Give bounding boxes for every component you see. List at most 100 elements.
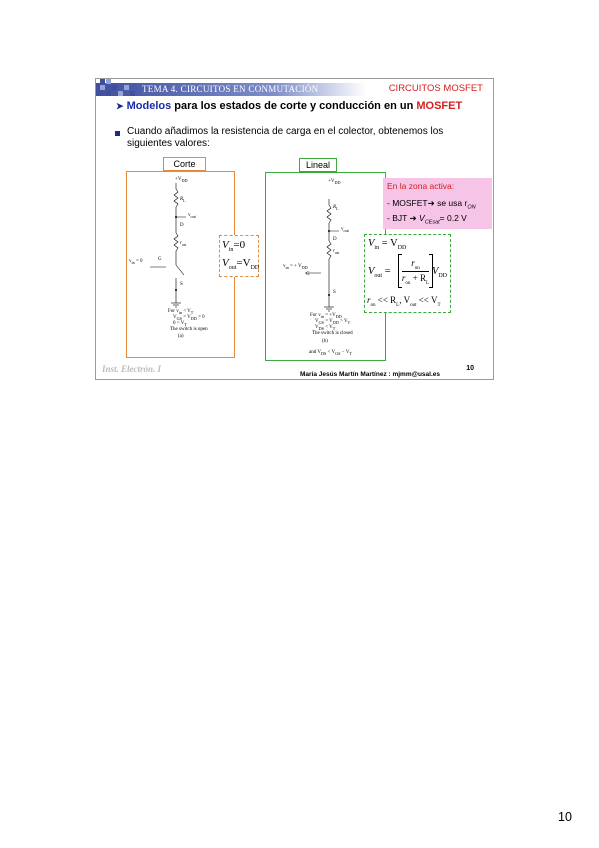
bullet-text: Cuando añadimos la resistencia de carga … [127,126,444,149]
lineal-cap1-rhs: = +V [323,313,336,318]
lineal-cap3-sub: DS [318,326,324,331]
lineal-vout-sub: out [343,228,349,233]
lineal-eq-l3-sub: on [370,302,376,308]
corte-eq-vout: Vout=VDD [222,257,259,271]
title-part-3: MOSFET [416,100,463,112]
lineal-equations: Vin = VDD Vout = ron ron + RL VDD ron <<… [364,234,451,313]
active-zone-mosfet-label: - MOSFET [387,198,428,208]
lineal-eq-l1-rhs: = V [379,238,398,249]
lineal-cap5-tail: − V [340,350,350,355]
lineal-cap2-sub2: DD [332,320,339,325]
lineal-ron-sub: on [334,250,340,255]
active-zone-bjt: - BJT ➜ VCEsat= 0.2 V [387,213,467,226]
corte-eq-vin: Vin=0 [222,239,245,253]
lineal-cap3-sub2: T [332,326,336,331]
corte-eq-vout-rhs: =V [236,257,251,269]
lineal-eq-l1-v: V [368,238,375,249]
lineal-cap1: For vin = +VDD [310,313,342,319]
corte-vout: vout [188,213,196,219]
lineal-vout-text: v [341,227,344,232]
corte-eq-vin-rhs: =0 [233,239,246,251]
header-square [118,91,123,96]
lineal-eq-l2-sub: out [374,273,383,280]
footer-course: Inst. Electrón. I [102,364,162,374]
lineal-eq-line1: Vin = VDD [368,238,406,251]
lineal-cap5-sub2: GS [335,351,341,356]
lineal-circuit [305,199,339,312]
bullet-square-icon [115,131,120,136]
lineal-cap3: VDS < VT [315,325,335,331]
lineal-cap5-rhs: < V [326,350,336,355]
lineal-cap2: VGS = VDD > VT [315,319,350,325]
lineal-ron-text: r [333,249,335,254]
arrow-right-icon: ➜ [427,198,435,208]
corte-cap3: 0 < VT [173,321,187,327]
active-zone-bjt-v: V [419,213,425,223]
lineal-cap1-sub: in [320,314,324,319]
lineal-g: G [306,272,310,277]
header-square [100,79,105,84]
lineal-eq-l3-sub4: T [437,302,441,308]
lineal-cap5-sub: DS [321,351,327,356]
lineal-cap5-sub3: T [349,351,352,356]
active-zone-bjt-rhs: = 0.2 V [439,213,467,223]
corte-eq-vin-v: V [222,239,229,251]
lineal-vout: vout [341,227,349,233]
corte-vdd-sub: DD [181,178,188,183]
lineal-vin-rhs: = + V [288,264,302,269]
lineal-vin-text: v [283,264,286,269]
lineal-ron: ron [333,249,339,255]
lineal-cap2-tail: > V [338,319,348,324]
lineal-eq-l3-mid3: << V [416,295,438,305]
lineal-eq-l3-mid: << R [375,295,397,305]
lineal-eq-l3-sub3: out [410,302,417,308]
corte-cap2-sub2: DD [190,316,197,321]
lineal-cap1-text: For v [310,313,321,318]
lineal-eq-num: ron [399,258,432,271]
lineal-eq-l3-sub2: L [396,302,400,308]
lineal-vdd-sub: DD [334,180,341,185]
corte-eq-vout-sub: out [228,265,237,272]
corte-ron-sub: on [181,242,187,247]
corte-vout-sub: out [190,214,196,219]
lineal-s: S [333,290,336,295]
corte-cap2: VGS = VDD = 0 [173,315,205,321]
footer-slide-number: 10 [466,365,474,372]
lineal-cap2-sub3: T [347,320,351,325]
lineal-cap2-rhs: = V [323,319,333,324]
lineal-eq-l2-eq: = [382,266,391,277]
lineal-vin-sub2: DD [301,265,308,270]
lineal-eq-l2-tail-v: V [432,266,439,277]
lineal-vin: vin = + VDD [283,264,308,270]
corte-vout-text: v [188,213,191,218]
corte-cap2-text: V [173,315,177,320]
lineal-rl-text: R [333,205,337,210]
header-square [130,91,135,96]
lineal-label: Lineal [299,158,337,172]
arrow-right-icon: ➜ [409,213,417,223]
slide-title: ➤ Modelos para los estados de corte y co… [116,100,462,112]
lineal-eq-l1-rhs-sub: DD [397,245,407,252]
corte-eq-vout-rhs-sub: DD [250,265,260,272]
title-part-1: Modelos [126,100,172,112]
corte-cap1-text: For v [168,309,179,314]
lineal-cap3-rhs: < V [323,325,333,330]
lineal-eq-num-sub: on [414,265,420,271]
bracket-tick [399,254,402,255]
lineal-fig: (b) [322,339,328,344]
corte-eq-vin-sub: in [228,247,234,254]
active-zone-bjt-sub: CEsat [424,219,440,226]
lineal-cap3-text: V [315,325,319,330]
lineal-cap2-text: V [315,319,319,324]
header-topic: CIRCUITOS MOSFET [388,83,483,94]
corte-vin-text: v [129,259,132,264]
corte-cap2-rhs: = V [181,315,191,320]
active-zone-box: En la zona activa: - MOSFET➜ se usa rON … [383,178,492,229]
lineal-cap5-text: and V [309,350,321,355]
corte-cap2-sub: GS [176,316,182,321]
lineal-eq-den-r: r [401,273,406,283]
header-square [100,85,105,90]
arrow-right-icon: ➤ [116,101,124,111]
active-zone-title: En la zona activa: [387,181,455,191]
page-number: 10 [558,810,572,824]
